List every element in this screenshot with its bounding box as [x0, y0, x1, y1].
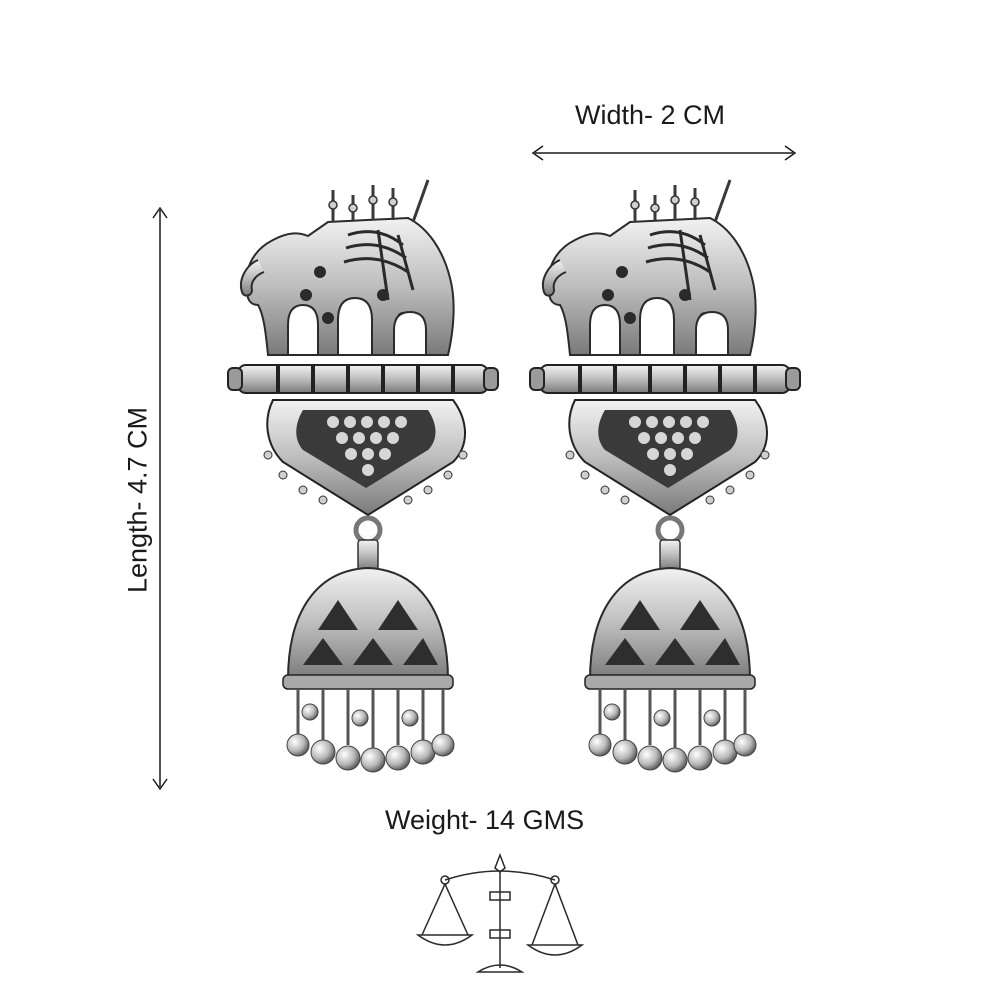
left-earring	[228, 180, 498, 772]
right-earring	[530, 180, 800, 772]
length-arrow	[152, 206, 168, 791]
width-arrow	[531, 145, 797, 161]
width-label: Width- 2 CM	[575, 100, 726, 130]
length-label: Length- 4.7 CM	[122, 406, 153, 594]
balance-scale-icon	[415, 852, 585, 973]
weight-label: Weight- 14 GMS	[385, 805, 585, 835]
